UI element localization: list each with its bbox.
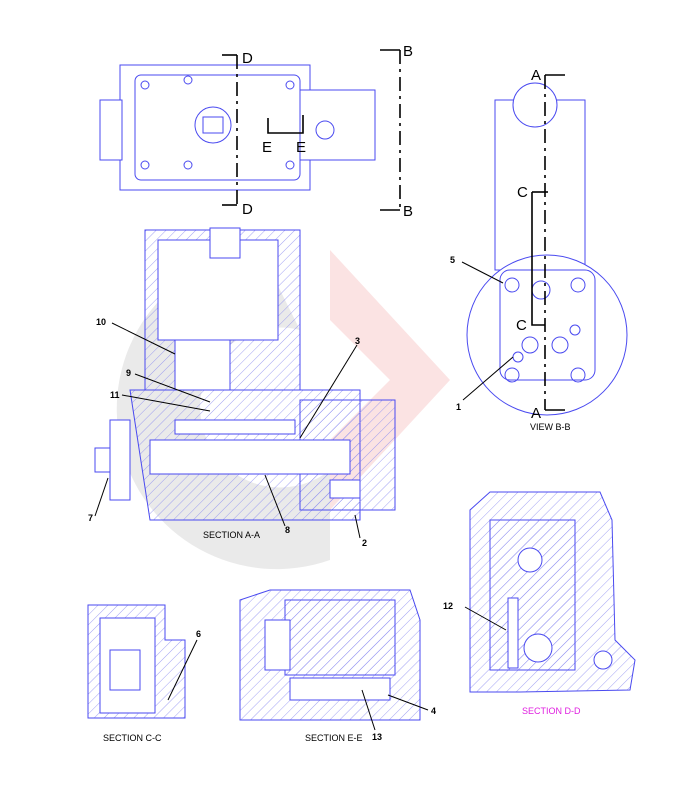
callout-4: 4 bbox=[431, 706, 436, 716]
section-cut-lines bbox=[222, 49, 565, 411]
section-letter-d-bottom: D bbox=[242, 201, 253, 218]
caption-view-bb: VIEW B-B bbox=[530, 422, 571, 432]
view-bb-drawing bbox=[466, 82, 628, 416]
callout-13: 13 bbox=[372, 732, 382, 742]
section-letter-d-top: D bbox=[242, 50, 253, 67]
callout-12: 12 bbox=[443, 601, 453, 611]
section-letter-a-bottom: A bbox=[531, 405, 541, 422]
section-aa-drawing bbox=[94, 227, 396, 521]
callout-5: 5 bbox=[450, 255, 455, 265]
section-letter-a-top: A bbox=[531, 67, 541, 84]
section-letter-e-right: E bbox=[296, 139, 306, 156]
caption-section-aa: SECTION A-A bbox=[203, 530, 260, 540]
callout-6: 6 bbox=[196, 629, 201, 639]
top-view-pump bbox=[99, 64, 376, 191]
callout-8: 8 bbox=[285, 525, 290, 535]
section-dd-drawing bbox=[469, 491, 636, 693]
callout-2: 2 bbox=[362, 538, 367, 548]
section-letter-b-bottom: B bbox=[403, 203, 413, 220]
callout-10: 10 bbox=[96, 317, 106, 327]
callout-leaders bbox=[94, 261, 514, 731]
callout-7: 7 bbox=[88, 513, 93, 523]
callout-3: 3 bbox=[355, 336, 360, 346]
section-letter-e-left: E bbox=[262, 139, 272, 156]
section-cc-drawing bbox=[87, 604, 186, 719]
caption-section-ee: SECTION E-E bbox=[305, 733, 363, 743]
section-letter-c-mid: C bbox=[516, 317, 527, 334]
callout-11: 11 bbox=[110, 390, 120, 400]
callout-1: 1 bbox=[456, 402, 461, 412]
caption-section-cc: SECTION C-C bbox=[103, 733, 162, 743]
caption-section-dd: SECTION D-D bbox=[522, 706, 581, 716]
section-letter-c-top: C bbox=[517, 184, 528, 201]
section-letter-b-top: B bbox=[403, 43, 413, 60]
section-ee-drawing bbox=[239, 589, 421, 721]
callout-9: 9 bbox=[126, 368, 131, 378]
